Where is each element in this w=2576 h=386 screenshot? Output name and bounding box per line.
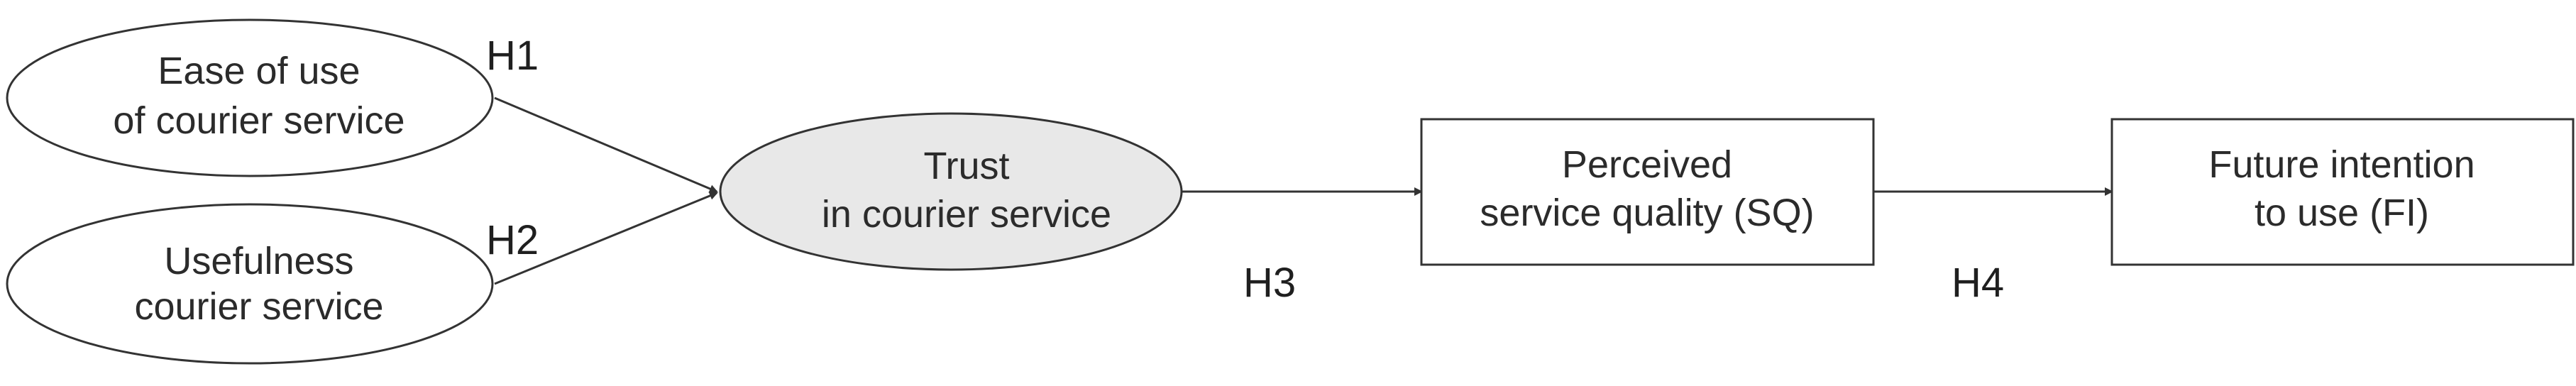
trust-line2: in courier service xyxy=(822,193,1111,236)
node-ease-of-use: Ease of use of courier service xyxy=(6,18,494,177)
future-intention-line2: to use (FI) xyxy=(2255,192,2429,234)
h2-label: H2 xyxy=(486,217,539,263)
h4-label: H4 xyxy=(1952,260,2004,306)
ease-of-use-line1: Ease of use xyxy=(158,50,360,92)
connectors xyxy=(494,96,2113,285)
future-intention-box xyxy=(2110,118,2575,266)
trust-ellipse xyxy=(719,112,1183,271)
ease-of-use-line2: of courier service xyxy=(113,99,404,142)
h2-path-arrow xyxy=(494,192,718,285)
ease-of-use-ellipse xyxy=(6,18,494,177)
node-service-quality: Perceived service quality (SQ) xyxy=(1420,118,1875,266)
usefulness-line1: Usefulness xyxy=(164,240,353,282)
usefulness-ellipse xyxy=(6,203,494,365)
node-usefulness: Usefulness courier service xyxy=(6,203,494,365)
node-trust: Trust in courier service xyxy=(719,112,1183,271)
future-intention-line1: Future intention xyxy=(2208,143,2475,186)
trust-line1: Trust xyxy=(924,145,1010,187)
hypothesis-labels: H1 H2 H3 H4 xyxy=(486,33,2004,306)
h3-label: H3 xyxy=(1243,260,1296,306)
service-quality-line1: Perceived xyxy=(1562,143,1732,186)
h1-path-arrow xyxy=(494,96,718,193)
h1-label: H1 xyxy=(486,33,539,79)
node-future-intention: Future intention to use (FI) xyxy=(2110,118,2575,266)
service-quality-line2: service quality (SQ) xyxy=(1480,192,1814,234)
usefulness-line2: courier service xyxy=(134,285,383,328)
service-quality-box xyxy=(1420,118,1875,266)
